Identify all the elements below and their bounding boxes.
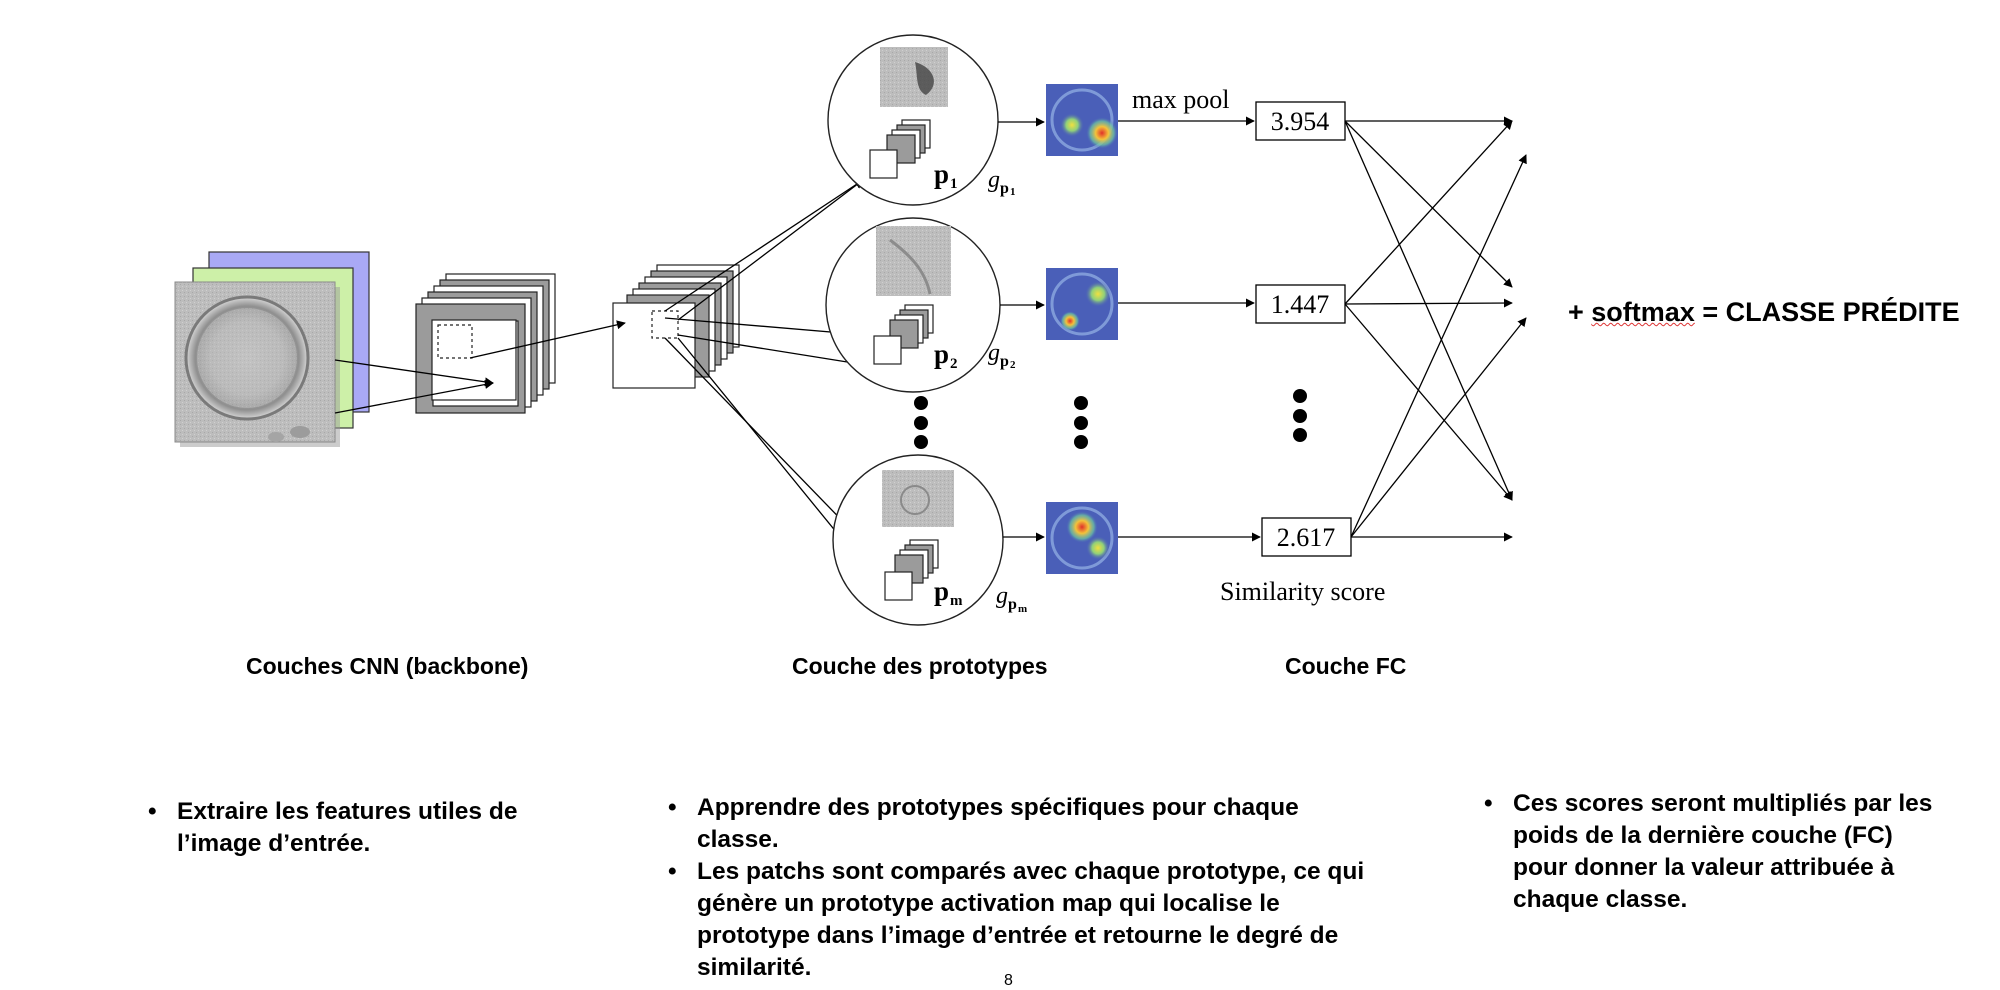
- oocyte-body-1: [290, 426, 310, 438]
- prototype-m-g-subsub: m: [1018, 603, 1027, 615]
- prototype-bullet-2: Les patchs sont comparés avec chaque pro…: [668, 856, 1368, 984]
- patch-to-prototype-arrows: [664, 179, 891, 599]
- prototype-m-g-sub: p: [1008, 596, 1017, 613]
- prototype-unit-m: p m g p m: [832, 454, 1027, 626]
- score-box-m: 2.617: [1261, 517, 1352, 557]
- prototype-m-p-sub: m: [950, 593, 963, 609]
- cnn-front-map: [431, 319, 517, 401]
- prototype-m-p-label: p: [934, 576, 949, 606]
- prototype-m-image: [882, 470, 954, 527]
- formula-softmax: softmax: [1591, 297, 1695, 327]
- formula-suffix: = CLASSE PRÉDITE: [1694, 297, 1960, 327]
- prototype-bullet-1: Apprendre des prototypes spécifiques pou…: [668, 792, 1368, 856]
- fc-connections: [1344, 116, 1527, 542]
- prototype-2-p-sub: 2: [950, 356, 958, 372]
- cnn-feature-stack-2: [612, 264, 740, 389]
- max-pool-label: max pool: [1132, 85, 1230, 114]
- ellipsis-dots: [914, 389, 1307, 449]
- cnn-bullet-1: Extraire les features utiles de l’image …: [148, 796, 588, 860]
- prototype-1-g-subsub: 1: [1010, 186, 1016, 198]
- score-box-2: 1.447: [1255, 284, 1346, 324]
- cnn-bullet-list: Extraire les features utiles de l’image …: [148, 796, 588, 860]
- fc-bullet-list: Ces scores seront multipliés par les poi…: [1484, 788, 1954, 916]
- fc-bullet-1: Ces scores seront multipliés par les poi…: [1484, 788, 1954, 916]
- similarity-score-label: Similarity score: [1220, 577, 1385, 606]
- cnn-feature-stack-1: [415, 273, 556, 414]
- prototype-2-g-label: g: [988, 340, 1000, 366]
- oocyte-inner: [197, 308, 297, 408]
- heatmap-to-score-arrows: [1118, 116, 1261, 542]
- input-to-cnn-arrows: [334, 320, 626, 414]
- formula-prefix: +: [1568, 297, 1592, 327]
- oocyte-body-2: [268, 432, 284, 442]
- prototype-1-p-label: p: [934, 159, 949, 189]
- prototype-m-g-label: g: [996, 583, 1008, 609]
- score-2-value: 1.447: [1271, 290, 1330, 319]
- score-box-1: 3.954: [1255, 101, 1346, 141]
- prototype-2-g-subsub: 2: [1010, 359, 1016, 371]
- cnn-section-label: Couches CNN (backbone): [246, 653, 529, 679]
- page-number: 8: [1004, 972, 1013, 989]
- input-image-stack: [174, 251, 370, 447]
- prototype-2-p-label: p: [934, 339, 949, 369]
- score-m-value: 2.617: [1277, 523, 1336, 552]
- prototype-section-label: Couche des prototypes: [792, 653, 1048, 679]
- softmax-formula: + softmax = CLASSE PRÉDITE: [1568, 297, 1960, 328]
- prototype-bullet-list: Apprendre des prototypes spécifiques pou…: [668, 792, 1368, 984]
- prototype-1-g-label: g: [988, 167, 1000, 193]
- activation-map-2: [1046, 268, 1118, 340]
- prototype-2-g-sub: p: [1000, 353, 1009, 370]
- activation-map-1: [1046, 84, 1118, 156]
- prototype-1-p-sub: 1: [950, 176, 958, 192]
- prototype-to-heatmap-arrows: [998, 117, 1045, 542]
- cnn-patch: [437, 324, 473, 359]
- prototype-1-image: [880, 47, 948, 107]
- score-1-value: 3.954: [1271, 107, 1330, 136]
- prototype-unit-1: p 1 g p 1: [827, 34, 1016, 206]
- activation-map-m: [1046, 502, 1118, 574]
- prototype-unit-2: p 2 g p 2: [825, 217, 1016, 393]
- prototype-1-g-sub: p: [1000, 180, 1009, 197]
- fc-section-label: Couche FC: [1285, 653, 1407, 679]
